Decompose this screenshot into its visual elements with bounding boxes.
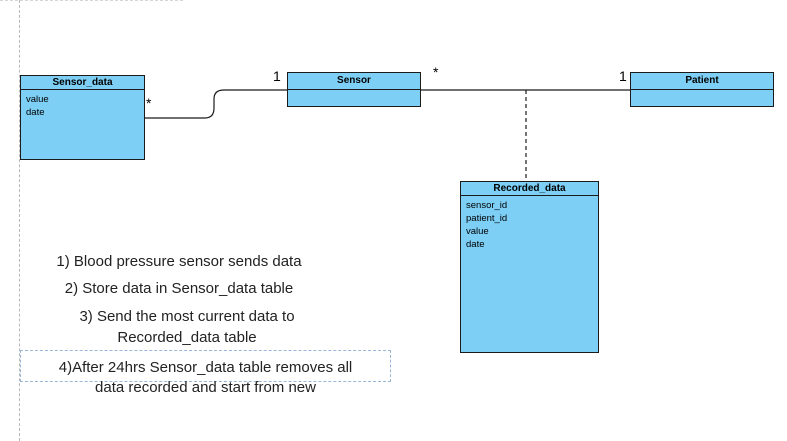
note-step-4-line-2: data recorded and start from new (95, 379, 316, 396)
note-step-4-selection-box (20, 350, 391, 382)
class-recorded-data-attributes: sensor_id patient_id value date (461, 196, 598, 251)
class-sensor-data-title: Sensor_data (21, 76, 144, 90)
association-sensor-data-sensor[interactable] (145, 89, 287, 119)
note-step-3-line-1: 3) Send the most current data to (79, 308, 295, 325)
multiplicity-sensor-data-end: * (146, 95, 152, 111)
page-guide-horizontal (0, 0, 183, 1)
multiplicity-sensor-right-end: * (433, 64, 439, 80)
attribute-date: date (466, 239, 485, 250)
note-step-1[interactable]: 1) Blood pressure sensor sends data (56, 253, 302, 270)
attribute-date: date (26, 107, 45, 118)
class-recorded-data[interactable]: Recorded_data sensor_id patient_id value… (460, 181, 599, 353)
note-step-4[interactable]: 4)After 24hrs Sensor_data table removes … (20, 358, 391, 398)
attribute-patient-id: patient_id (466, 213, 508, 224)
multiplicity-sensor-left-end: 1 (273, 68, 281, 84)
multiplicity-patient-end: 1 (619, 68, 627, 84)
class-sensor-data-attributes: value date (21, 90, 144, 119)
note-step-3[interactable]: 3) Send the most current data to Recorde… (20, 306, 354, 348)
class-sensor-title: Sensor (288, 73, 420, 90)
attribute-sensor-id: sensor_id (466, 200, 508, 211)
page-guide-vertical (19, 0, 20, 441)
attribute-value: value (26, 94, 49, 105)
attribute-value: value (466, 226, 489, 237)
class-recorded-data-title: Recorded_data (461, 182, 598, 196)
note-step-2[interactable]: 2) Store data in Sensor_data table (64, 280, 294, 297)
class-patient-title: Patient (631, 73, 773, 90)
class-patient[interactable]: Patient (630, 72, 774, 107)
note-step-3-line-2: Recorded_data table (117, 329, 257, 346)
class-sensor[interactable]: Sensor (287, 72, 421, 107)
class-sensor-data[interactable]: Sensor_data value date (20, 75, 145, 160)
note-step-4-line-1: 4)After 24hrs Sensor_data table removes … (58, 359, 353, 376)
